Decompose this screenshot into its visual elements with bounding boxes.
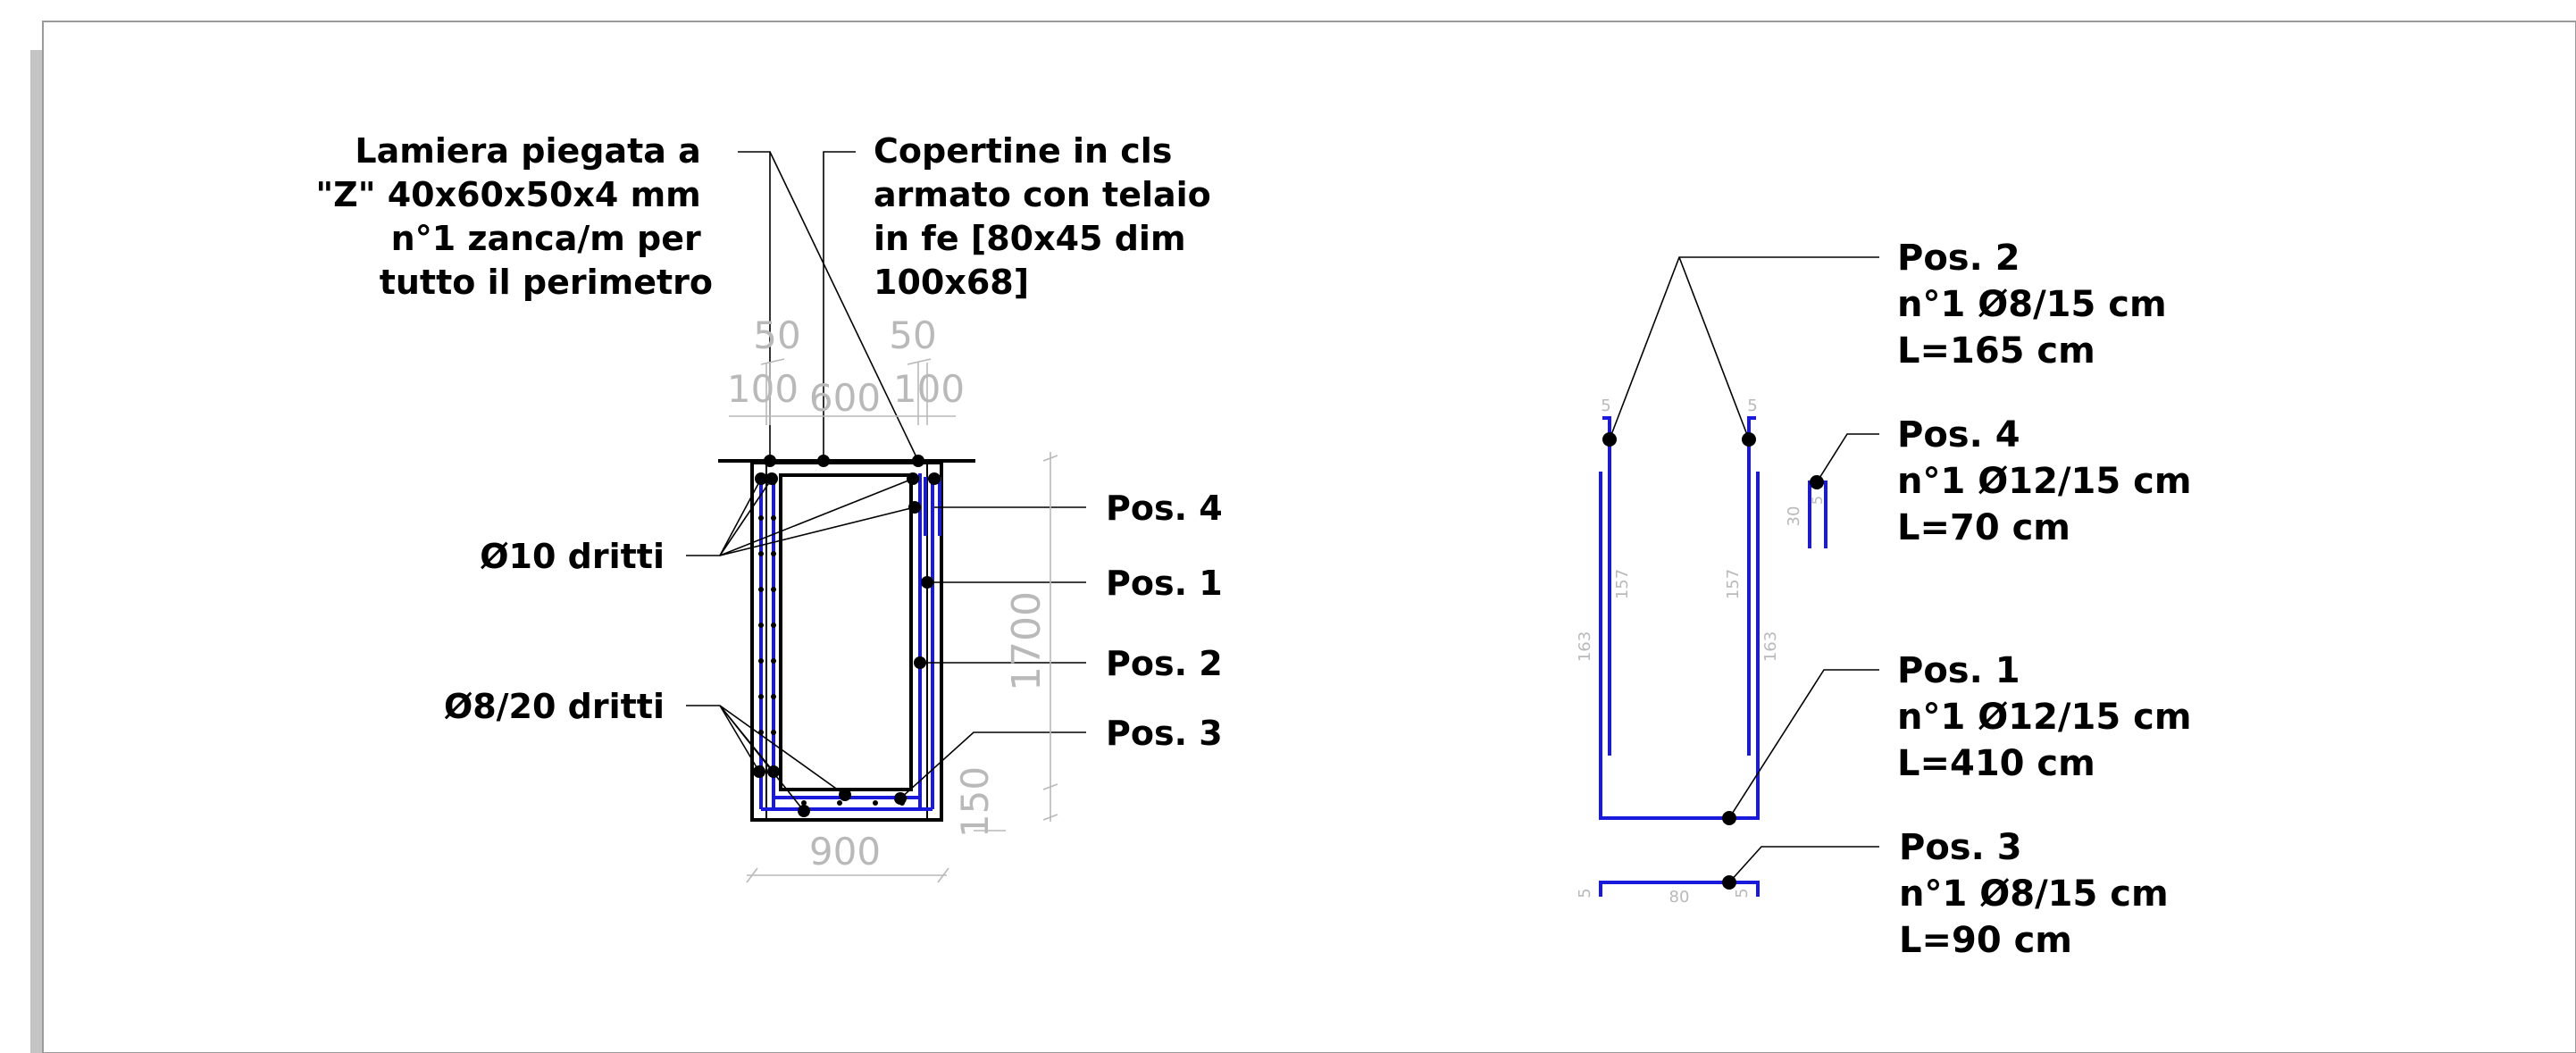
sd-pos2-leg-right: 157 xyxy=(1724,569,1743,599)
schedule-pos3: Pos. 3 n°1 Ø8/15 cm L=90 cm xyxy=(1899,827,2181,961)
sheet-border xyxy=(42,21,2576,1053)
shape-pos1 xyxy=(1599,472,1760,820)
callout-dritti-10: Ø10 dritti xyxy=(480,537,665,576)
sd-pos1-leg-left: 163 xyxy=(1576,631,1594,662)
sd-pos2-hook-left: 5 xyxy=(1601,397,1610,415)
section-leaders xyxy=(686,151,1086,812)
shape-pos2-right xyxy=(1747,416,1756,756)
sheet-shadow xyxy=(30,50,43,1053)
sd-pos4-leg: 30 xyxy=(1785,506,1803,527)
schedule-leaders xyxy=(1609,256,1879,883)
sd-pos1-leg-right: 163 xyxy=(1761,631,1780,662)
shape-pos2-left xyxy=(1602,416,1611,756)
dim-top-left-100: 100 xyxy=(727,367,799,411)
dim-top-right-100: 100 xyxy=(893,367,965,411)
schedule-pos2: Pos. 2 n°1 Ø8/15 cm L=165 cm xyxy=(1897,238,2179,372)
section-dimension-lines xyxy=(729,358,1058,883)
sd-pos3-hook-right: 5 xyxy=(1733,888,1752,898)
callout-lamiera: Lamiera piegata a "Z" 40x60x50x4 mm n°1 … xyxy=(315,131,713,302)
bar-schedule: Pos. 2 n°1 Ø8/15 cm L=165 cm Pos. 4 n°1 … xyxy=(1576,238,2204,961)
schedule-pos1: Pos. 1 n°1 Ø12/15 cm L=410 cm xyxy=(1897,650,2204,784)
sd-pos3-len: 80 xyxy=(1669,888,1690,907)
section-pos4-label: Pos. 4 xyxy=(1106,489,1223,528)
schedule-leader-dots xyxy=(1602,432,1824,890)
dim-bottom-150: 150 xyxy=(953,766,997,838)
dim-top-left-50: 50 xyxy=(753,313,800,357)
dim-height-1700: 1700 xyxy=(1004,591,1050,691)
callout-copertine: Copertine in cls armato con telaio in fe… xyxy=(874,131,1223,302)
inner-void xyxy=(779,473,913,791)
callout-dritti-8: Ø8/20 dritti xyxy=(444,687,665,726)
sd-pos2-leg-left: 157 xyxy=(1613,569,1632,599)
section-view: Lamiera piegata a "Z" 40x60x50x4 mm n°1 … xyxy=(315,131,1223,883)
outer-wall xyxy=(750,461,943,822)
shape-pos4 xyxy=(1808,481,1827,548)
section-pos2-label: Pos. 2 xyxy=(1106,644,1223,683)
section-pos1-label: Pos. 1 xyxy=(1106,564,1223,603)
schedule-pos4: Pos. 4 n°1 Ø12/15 cm L=70 cm xyxy=(1897,414,2204,548)
dim-top-mid-600: 600 xyxy=(809,376,881,420)
sd-pos4-hook: 5 xyxy=(1809,496,1826,505)
shape-pos3 xyxy=(1599,881,1760,897)
dim-width-900: 900 xyxy=(809,830,881,873)
sd-pos2-hook-right: 5 xyxy=(1747,397,1757,415)
rebar-pos4 xyxy=(924,477,941,536)
dim-top-right-50: 50 xyxy=(889,313,936,357)
section-pos3-label: Pos. 3 xyxy=(1106,714,1223,753)
sd-pos3-hook-left: 5 xyxy=(1576,888,1594,898)
